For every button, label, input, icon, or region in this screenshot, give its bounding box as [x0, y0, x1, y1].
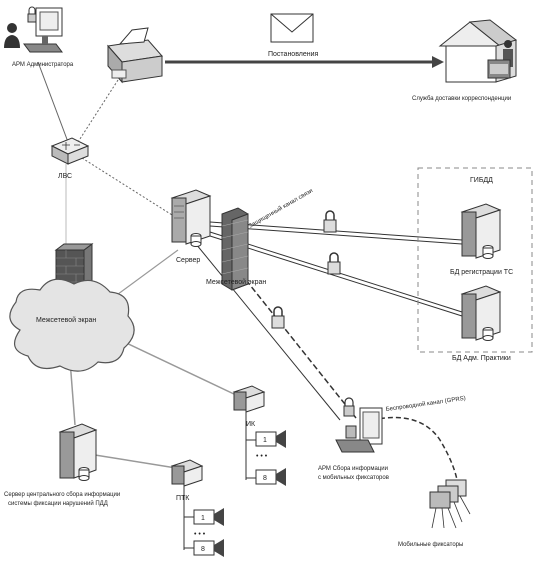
mobile-label: Мобильные фиксаторы: [398, 542, 463, 548]
gibdd-label: ГИБДД: [470, 177, 493, 184]
link-server-dbreg-2: [209, 225, 463, 245]
ik-label: ИК: [246, 421, 256, 428]
central-server-label-2: системы фиксации нарушений ПДД: [8, 500, 108, 507]
ptk-switch-icon: [170, 459, 204, 487]
camera-icon: [193, 508, 224, 526]
secure-channel-label: Защищенный канал связи: [248, 187, 315, 229]
ptk-cam1-label: 1: [201, 515, 205, 522]
ik-cam1-label: 1: [263, 437, 267, 444]
camera-icon: [193, 539, 224, 557]
firewall-center-label: Межсетевой экран: [206, 278, 266, 286]
server-icon: [170, 189, 212, 247]
arm-admin-label: АРМ Администратора: [12, 62, 74, 68]
firewall-left-label: Межсетевой экран: [36, 316, 96, 324]
db-server-icon: [460, 285, 502, 341]
arm-admin-icon: [4, 6, 63, 53]
db-reg-label: БД регистрации ТС: [450, 269, 513, 276]
cloud-icon: [9, 278, 135, 372]
arm-collect-label-2: с мобильных фиксаторов: [318, 475, 389, 481]
arm-collect-label-1: АРМ Сбора информации: [318, 466, 388, 472]
camera-icon: [255, 430, 286, 448]
link-armcollect-server: [195, 243, 341, 421]
house-icon: [438, 19, 518, 83]
ptk-dots: • • •: [194, 531, 206, 538]
lock-icon: [323, 210, 337, 233]
db-server-icon: [460, 203, 502, 259]
envelope-icon: [270, 13, 314, 43]
link-server-dbadm-2: [209, 235, 463, 317]
ik-dots: • • •: [256, 453, 268, 460]
central-server-label-1: Сервер центрального сбора информации: [4, 492, 120, 498]
switch-icon: [50, 137, 90, 165]
lvs-label: ЛВС: [58, 173, 72, 180]
central-server-icon: [58, 423, 98, 481]
link-arm-lvs: [37, 61, 69, 143]
link-cloud-ik: [119, 339, 237, 396]
camera-icon: [255, 468, 286, 486]
mobile-fixators-icon: [429, 479, 471, 529]
mail-arrow: [165, 56, 444, 68]
arm-collect-icon: [335, 397, 383, 453]
delivery-label: Служба доставки корреспонденции: [412, 96, 511, 102]
printer-icon: [107, 27, 163, 84]
link-gprs: [371, 416, 459, 486]
lock-icon: [327, 252, 341, 275]
link-firewall-armcollect: [245, 279, 357, 419]
gprs-label: Беспроводной канал (GPRS): [385, 395, 466, 413]
link-central-ptk: [94, 454, 177, 469]
firewall-center-icon: [221, 207, 249, 291]
lock-icon: [271, 306, 285, 329]
link-printer-lvs: [77, 79, 119, 143]
link-cloud-server: [109, 249, 179, 301]
ptk-camn-label: 8: [201, 546, 205, 553]
ptk-label: ПТК: [176, 495, 190, 502]
ik-camn-label: 8: [263, 475, 267, 482]
gibdd-zone: [417, 167, 533, 353]
link-lvs-server: [81, 157, 181, 221]
mail-label: Постановления: [268, 51, 319, 58]
server-label: Сервер: [176, 257, 200, 264]
ik-switch-icon: [232, 385, 266, 413]
db-adm-label: БД Адм. Практики: [452, 355, 511, 362]
